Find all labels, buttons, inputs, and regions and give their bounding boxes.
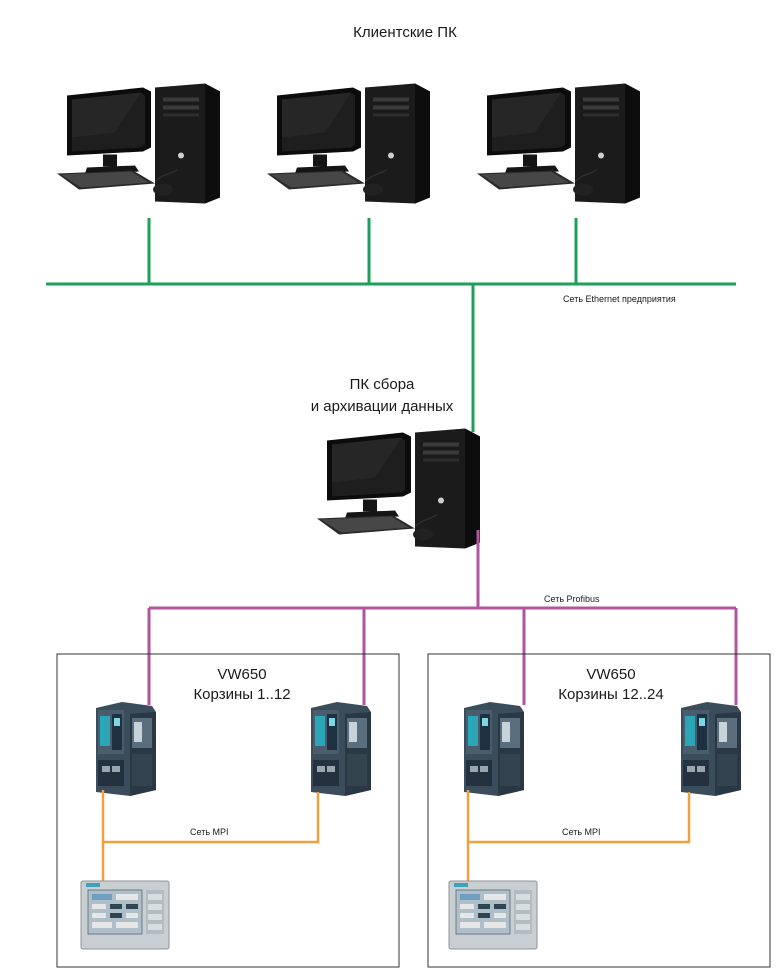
ethernet-network — [46, 218, 736, 432]
hmi-panel-2-icon — [448, 880, 538, 950]
group-1-baskets: Корзины 1..12 — [193, 686, 290, 703]
plc-group-1: VW650 Корзины 1..12 Сеть MPI — [56, 653, 400, 968]
server-label-line1: ПК сбора — [350, 376, 415, 393]
plc-module-4-icon — [681, 702, 741, 796]
group-1-model: VW650 — [217, 666, 266, 683]
hmi-panel-1-icon — [80, 880, 170, 950]
server-pc-icon — [316, 427, 481, 550]
server-label-line2: и архивации данных — [311, 398, 454, 415]
clients-title: Клиентские ПК — [353, 24, 457, 41]
group-2-mpi-label: Сеть MPI — [562, 827, 601, 837]
group-1-mpi-label: Сеть MPI — [190, 827, 229, 837]
plc-module-3-icon — [464, 702, 524, 796]
mpi-line-1 — [101, 790, 320, 844]
group-frame-1 — [56, 653, 400, 968]
group-2-model: VW650 — [586, 666, 635, 683]
plc-module-1-icon — [96, 702, 156, 796]
client-pc-1-icon — [56, 82, 221, 205]
plc-module-2-icon — [311, 702, 371, 796]
group-frame-2 — [427, 653, 771, 968]
group-2-baskets: Корзины 12..24 — [558, 686, 663, 703]
client-pc-3-icon — [476, 82, 641, 205]
profibus-label: Сеть Profibus — [544, 594, 600, 604]
ethernet-label: Сеть Ethernet предприятия — [563, 294, 676, 304]
mpi-line-2 — [466, 790, 691, 844]
plc-group-2: VW650 Корзины 12..24 Сеть MPI — [427, 653, 771, 968]
client-pc-2-icon — [266, 82, 431, 205]
profibus-network — [147, 530, 738, 705]
